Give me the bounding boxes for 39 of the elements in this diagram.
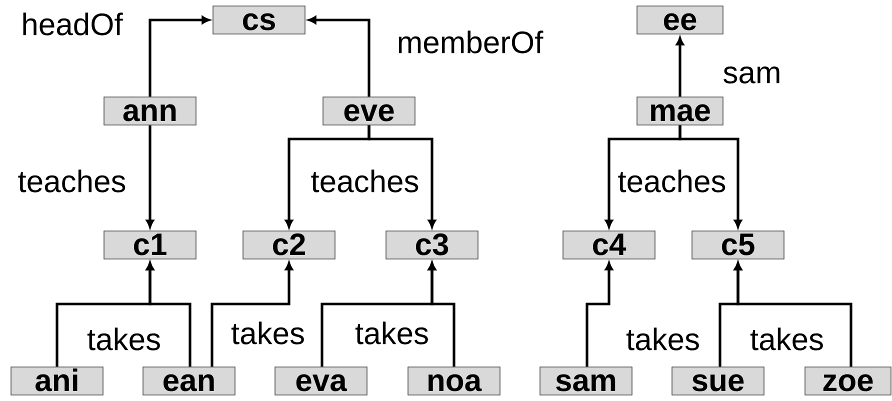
edge-label: sam [722,66,782,84]
arrow [308,16,370,97]
edge-label: takes [230,320,306,346]
edge-label: takes [748,326,826,352]
name-box: sam [540,366,632,396]
name-box: eva [274,366,368,396]
arrow [210,262,293,367]
arrow [368,125,436,228]
edge-label: teaches [16,168,128,194]
arrow [678,125,742,228]
arrow [146,262,192,367]
edge-label: memberOf [396,30,544,54]
name-box: c2 [242,230,336,260]
name-box: cs [212,6,306,34]
arrow [586,262,613,367]
name-box: eve [322,96,416,126]
arrow [734,262,852,367]
name-box: c1 [104,230,196,260]
name-box: zoe [804,366,892,396]
arrow [428,262,456,367]
edge-label: teaches [616,168,728,194]
edge-label: takes [86,326,162,352]
name-box: c4 [562,230,656,260]
name-box: sue [672,366,764,396]
edge-label: takes [354,320,430,346]
edge-label: headOf [20,12,124,36]
name-box: ean [142,366,236,396]
edge-label: teaches [310,168,420,194]
name-box: noa [408,366,500,396]
name-box: ee [636,6,724,34]
name-box: mae [636,96,724,126]
arrow [676,37,684,97]
arrow [148,16,210,97]
name-box: c3 [386,230,478,260]
name-box: c5 [692,230,784,260]
name-box: ann [104,96,196,126]
edge-label: takes [624,326,702,352]
arrow [146,125,154,228]
name-box: ani [10,366,104,396]
